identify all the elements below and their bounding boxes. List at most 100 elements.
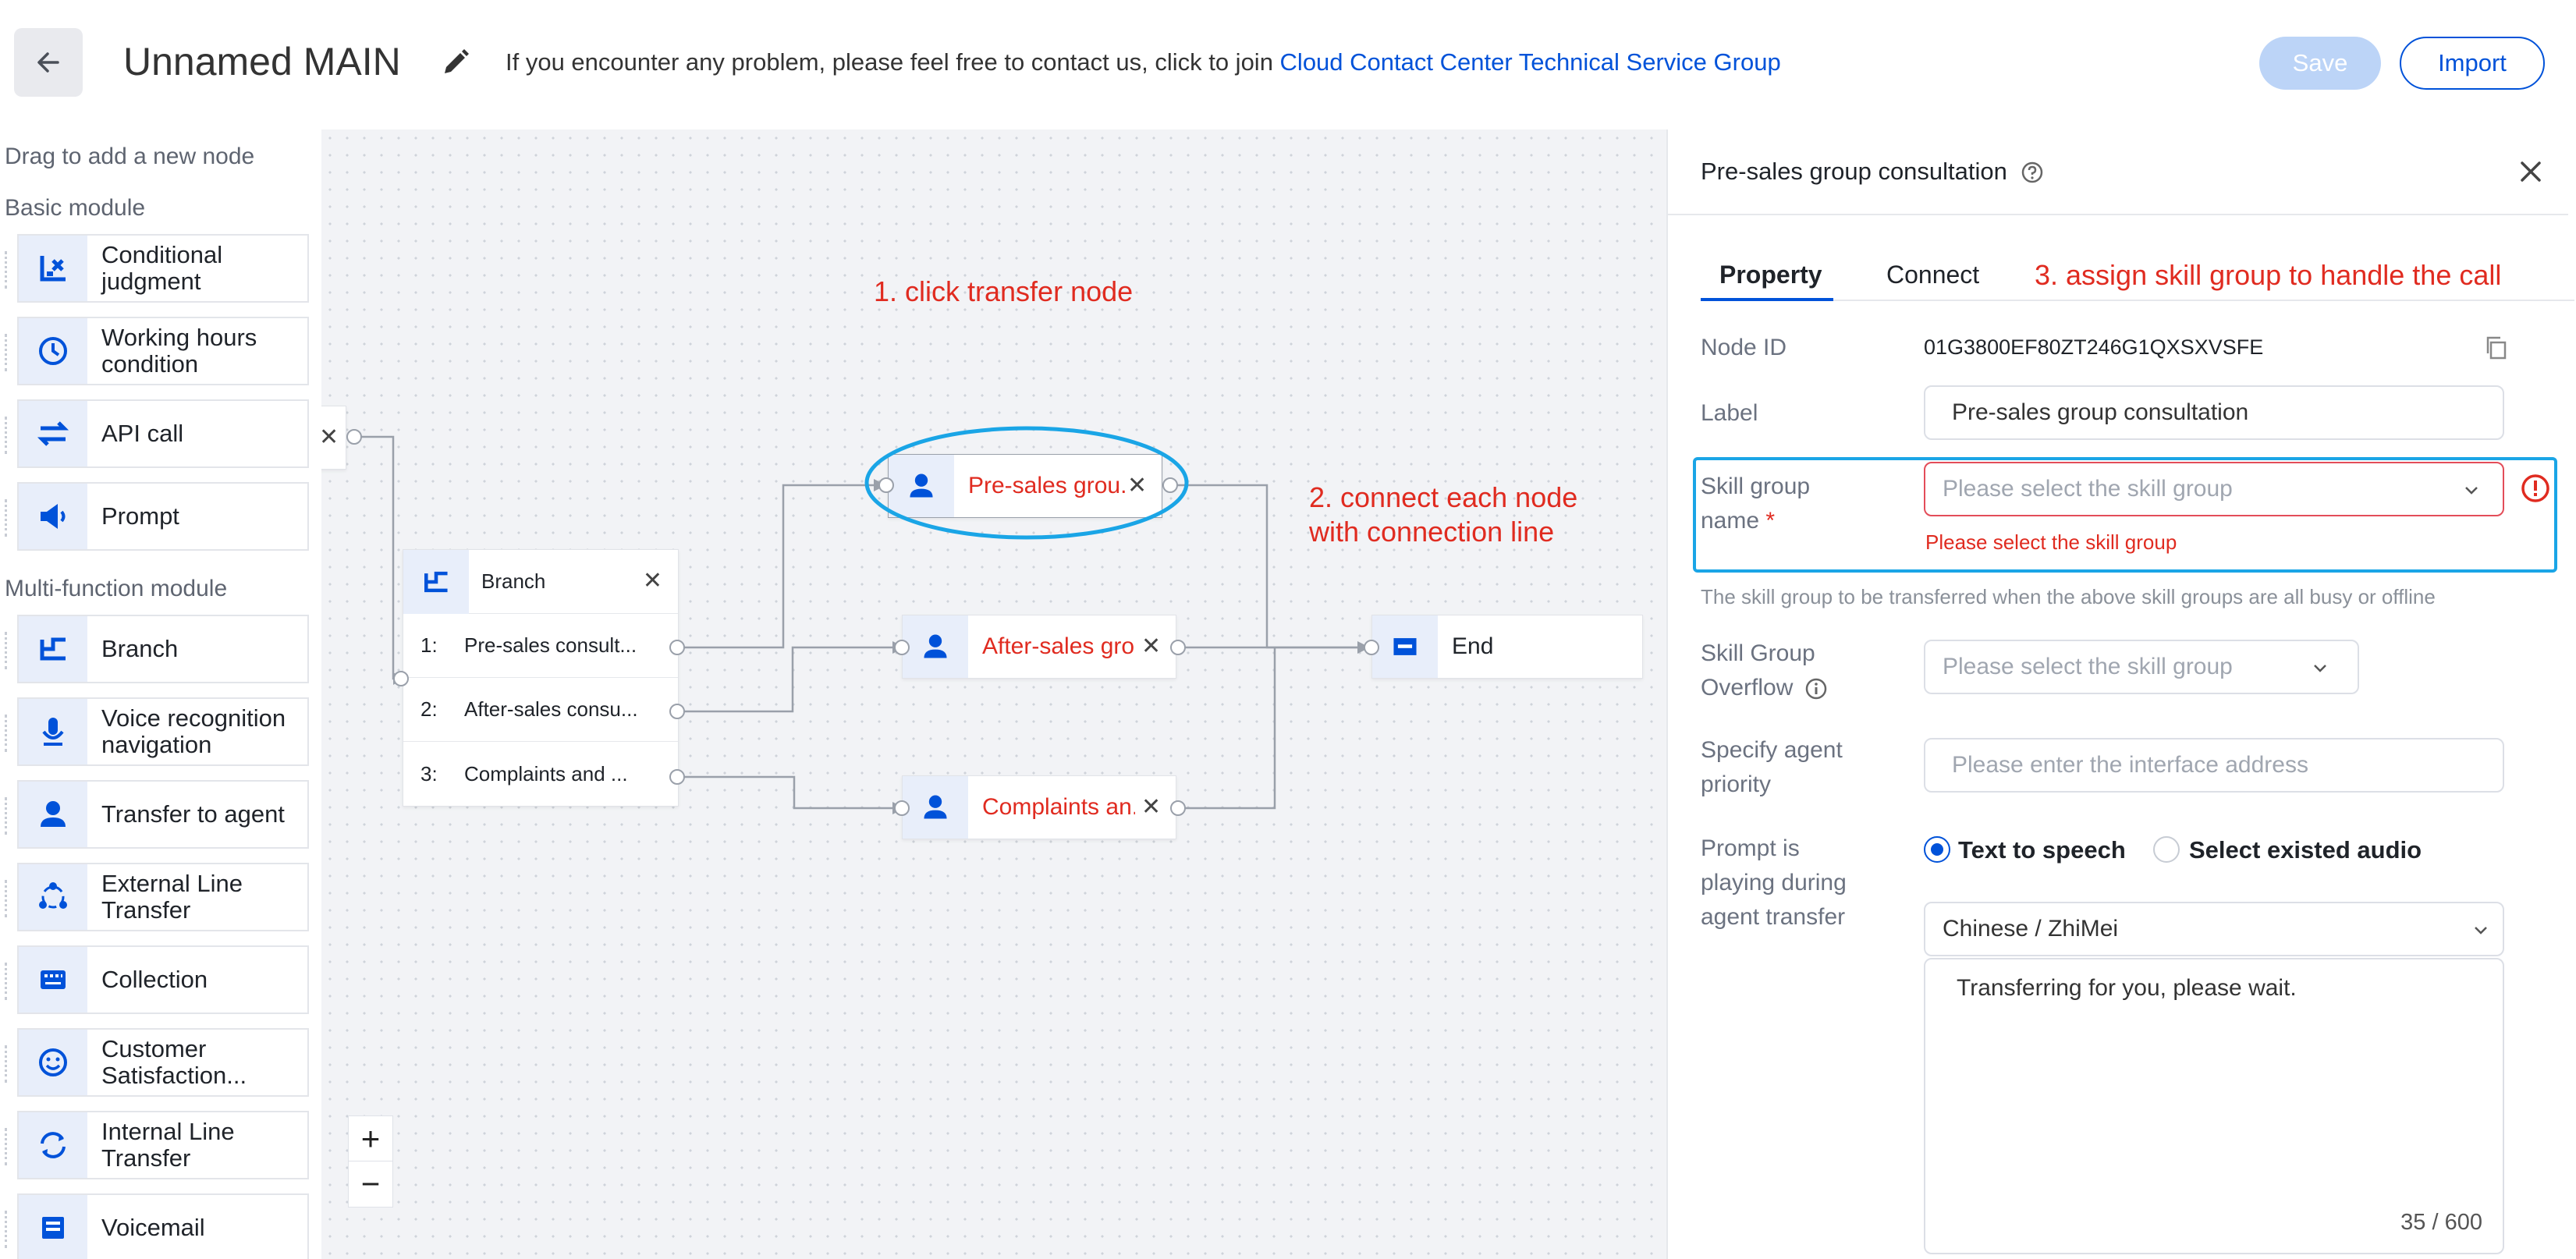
drag-handle[interactable] — [5, 880, 9, 917]
help-circle-icon[interactable] — [2021, 161, 2044, 184]
skill-group-label-line1: Skill group — [1701, 473, 1811, 499]
radio-select-audio[interactable] — [2153, 836, 2180, 863]
branch-row[interactable]: 2: After-sales consu... — [403, 678, 678, 742]
connection-port[interactable] — [669, 769, 685, 785]
palette-item-voicemail[interactable]: Voicemail — [5, 1193, 309, 1259]
connection-port[interactable] — [894, 640, 910, 655]
microphone-icon — [19, 699, 87, 764]
connection-port[interactable] — [1170, 800, 1186, 816]
import-button[interactable]: Import — [2400, 37, 2545, 90]
api-arrows-icon — [19, 401, 87, 466]
palette-item-transfer-to-agent[interactable]: Transfer to agent — [5, 780, 309, 849]
selection-highlight-ellipse — [864, 426, 1189, 540]
branch-node[interactable]: Branch ✕ 1:Pre-sales consult... 2:After-… — [403, 549, 679, 807]
save-button[interactable]: Save — [2259, 37, 2381, 90]
drag-handle[interactable] — [5, 1211, 9, 1248]
branch-row-index: 2: — [420, 697, 438, 721]
voice-select[interactable]: Chinese / ZhiMei — [1924, 902, 2504, 956]
agent-icon — [889, 455, 954, 517]
drag-handle[interactable] — [5, 632, 9, 669]
copy-icon[interactable] — [2482, 334, 2510, 362]
close-icon[interactable]: ✕ — [642, 568, 662, 594]
connection-port[interactable] — [878, 477, 894, 493]
close-icon[interactable] — [2515, 156, 2546, 187]
skill-group-select[interactable]: Please select the skill group — [1924, 462, 2504, 516]
branch-row[interactable]: 1:Pre-sales consult... — [403, 614, 678, 678]
connection-port[interactable] — [346, 429, 362, 445]
tts-textarea[interactable]: Transferring for you, please wait. 35 / … — [1924, 958, 2504, 1254]
keypad-icon — [19, 947, 87, 1013]
transfer-node-presales[interactable]: Pre-sales grou... ✕ — [888, 454, 1162, 518]
back-button[interactable] — [14, 28, 83, 97]
palette-item-external-transfer[interactable]: External Line Transfer — [5, 863, 309, 931]
end-node[interactable]: End — [1371, 615, 1643, 679]
connection-port[interactable] — [393, 671, 409, 686]
branch-icon — [403, 549, 469, 614]
branch-row-index: 3: — [420, 761, 438, 786]
priority-placeholder: Please enter the interface address — [1952, 752, 2308, 778]
annotation-connect-line-2: with connection line — [1309, 516, 1555, 548]
partial-node[interactable]: ✕ — [321, 406, 346, 470]
connection-port[interactable] — [1162, 477, 1178, 493]
tab-property[interactable]: Property — [1719, 261, 1822, 289]
label-field-label: Label — [1701, 400, 1758, 426]
drag-handle[interactable] — [5, 499, 9, 537]
zoom-in-button[interactable]: + — [349, 1116, 392, 1161]
transfer-node-complaints[interactable]: Complaints an... ✕ — [902, 775, 1176, 839]
palette-item-api-call[interactable]: API call — [5, 399, 309, 468]
node-label: Complaints an... — [982, 794, 1135, 820]
drag-handle[interactable] — [5, 1045, 9, 1083]
drag-handle[interactable] — [5, 1128, 9, 1165]
zoom-out-button[interactable]: − — [360, 1165, 381, 1202]
external-transfer-icon — [19, 864, 87, 930]
connection-port[interactable] — [1364, 640, 1379, 655]
branch-row[interactable]: 3:Complaints and ... — [403, 742, 678, 806]
palette-item-collection[interactable]: Collection — [5, 945, 309, 1014]
clock-icon — [19, 318, 87, 384]
close-icon[interactable]: ✕ — [1141, 633, 1162, 659]
close-icon[interactable]: ✕ — [1127, 473, 1148, 498]
tab-connect[interactable]: Connect — [1886, 261, 1980, 289]
priority-input[interactable]: Please enter the interface address — [1924, 738, 2504, 793]
palette-item-conditional-judgment[interactable]: Conditional judgment — [5, 234, 309, 303]
drag-handle[interactable] — [5, 963, 9, 1000]
notice-text: If you encounter any problem, please fee… — [506, 48, 1280, 76]
drag-hint: Drag to add a new node — [5, 144, 255, 169]
overflow-select[interactable]: Please select the skill group — [1924, 640, 2359, 694]
palette-item-customer-satisfaction[interactable]: Customer Satisfaction... — [5, 1028, 309, 1097]
service-group-link[interactable]: Cloud Contact Center Technical Service G… — [1279, 48, 1781, 76]
palette-item-internal-transfer[interactable]: Internal Line Transfer — [5, 1111, 309, 1179]
multi-function-heading: Multi-function module — [5, 576, 228, 601]
palette-item-label: Prompt — [101, 502, 179, 530]
prompt-label-3: agent transfer — [1701, 904, 1846, 930]
connection-port[interactable] — [894, 800, 910, 816]
radio-text-to-speech-label[interactable]: Text to speech — [1958, 836, 2126, 864]
transfer-node-aftersales[interactable]: After-sales gro... ✕ — [902, 615, 1176, 679]
active-tab-indicator — [1701, 298, 1833, 301]
drag-handle[interactable] — [5, 715, 9, 752]
close-icon[interactable]: ✕ — [1141, 794, 1162, 820]
radio-select-audio-label[interactable]: Select existed audio — [2189, 836, 2422, 864]
connection-port[interactable] — [669, 704, 685, 719]
label-input[interactable]: Pre-sales group consultation — [1924, 385, 2504, 440]
drag-handle[interactable] — [5, 251, 9, 289]
chevron-down-icon — [2475, 927, 2487, 934]
palette-item-voice-navigation[interactable]: Voice recognition navigation — [5, 697, 309, 766]
node-id-label: Node ID — [1701, 335, 1787, 360]
connection-port[interactable] — [669, 640, 685, 655]
drag-handle[interactable] — [5, 797, 9, 835]
flow-canvas[interactable]: ✕ 1. click transfer node 2. connect each… — [321, 129, 1666, 1259]
palette-item-prompt[interactable]: Prompt — [5, 482, 309, 551]
palette-item-working-hours[interactable]: Working hours condition — [5, 317, 309, 385]
close-icon[interactable]: ✕ — [321, 424, 339, 450]
info-icon[interactable] — [1804, 677, 1828, 700]
node-palette: Drag to add a new node Basic module Cond… — [0, 129, 320, 1259]
connection-port[interactable] — [1170, 640, 1186, 655]
palette-item-branch[interactable]: Branch — [5, 615, 309, 683]
drag-handle[interactable] — [5, 417, 9, 454]
branch-row-label: After-sales consu... — [464, 697, 638, 721]
drag-handle[interactable] — [5, 334, 9, 371]
radio-text-to-speech[interactable] — [1924, 836, 1950, 863]
overflow-placeholder: Please select the skill group — [1943, 654, 2233, 679]
pencil-icon[interactable] — [438, 45, 473, 80]
